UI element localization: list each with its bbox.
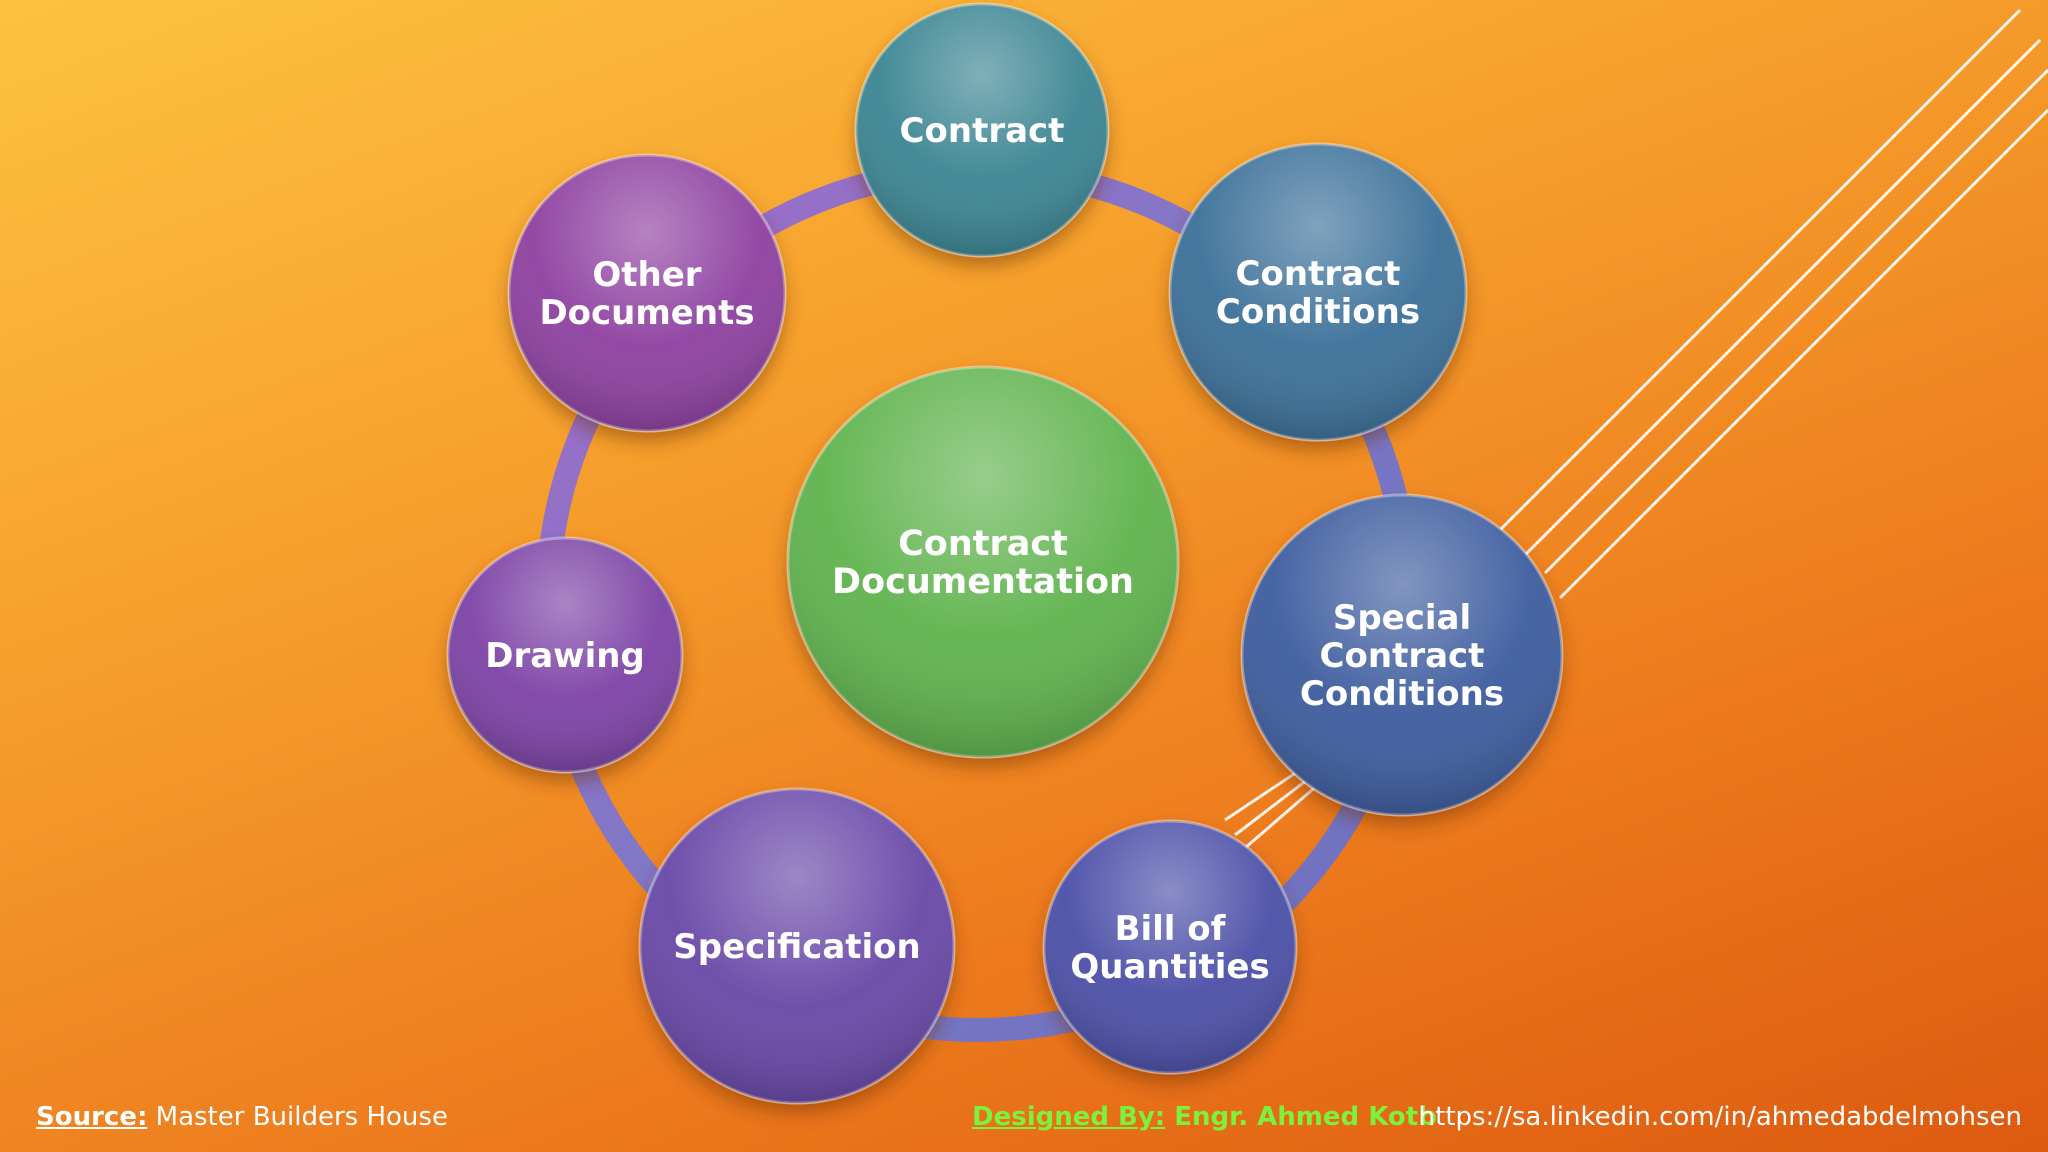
node-drawing: Drawing <box>446 536 684 774</box>
node-drawing-gloss <box>448 538 682 772</box>
node-other-documents-label-line: Documents <box>539 293 754 333</box>
node-contract-gloss <box>856 4 1108 256</box>
node-bill-of-quantities-gloss <box>1044 821 1296 1073</box>
node-special-contract-conditions-label-line: Contract <box>1320 636 1485 676</box>
linkedin-url[interactable]: https://sa.linkedin.com/in/ahmedabdelmoh… <box>1418 1102 2022 1132</box>
designed-by-text: Engr. Ahmed Kotb <box>1174 1102 1437 1132</box>
node-contract-label-line: Contract <box>900 111 1065 151</box>
node-contract: Contract <box>854 2 1110 258</box>
footer-designed-by: Designed By: Engr. Ahmed Kotb <box>972 1102 1437 1132</box>
node-contract-conditions-label-line: Contract <box>1236 254 1401 294</box>
source-label: Source: <box>36 1102 148 1132</box>
node-special-contract-conditions-label-line: Conditions <box>1300 674 1504 714</box>
center-node-contract-documentation-gloss <box>788 367 1178 757</box>
node-specification-gloss <box>640 789 954 1103</box>
designed-by-label: Designed By: <box>972 1102 1166 1132</box>
node-special-contract-conditions-gloss <box>1242 495 1562 815</box>
node-contract-conditions-gloss <box>1170 144 1466 440</box>
node-drawing-label-line: Drawing <box>485 636 645 676</box>
node-contract-conditions-label-line: Conditions <box>1216 292 1420 332</box>
node-bill-of-quantities-label-line: Bill of <box>1115 909 1227 949</box>
center-node-contract-documentation-label-line: Documentation <box>832 562 1134 602</box>
node-specification: Specification <box>638 787 956 1105</box>
node-other-documents-gloss <box>509 155 785 431</box>
node-specification-label-line: Specification <box>673 927 920 967</box>
center-node-contract-documentation-label-line: Contract <box>898 524 1068 564</box>
footer-source: Source: Master Builders House <box>36 1102 448 1132</box>
footer-url[interactable]: https://sa.linkedin.com/in/ahmedabdelmoh… <box>1419 1102 2022 1132</box>
node-other-documents-label-line: Other <box>592 255 701 295</box>
node-bill-of-quantities-label-line: Quantities <box>1070 947 1269 987</box>
source-text: Master Builders House <box>155 1102 448 1132</box>
node-special-contract-conditions-label-line: Special <box>1333 598 1471 638</box>
